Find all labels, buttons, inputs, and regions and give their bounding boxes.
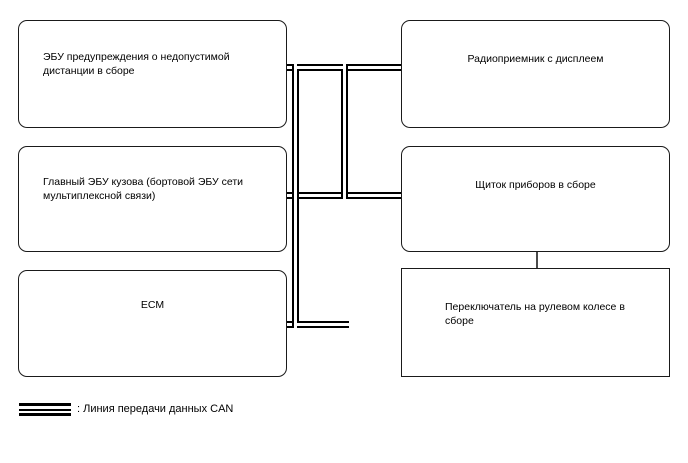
node-radio-receiver-display[interactable]: Радиоприемник с дисплеем	[401, 20, 670, 128]
can-bus-corner-row3	[294, 323, 349, 326]
can-bus-trunk-right	[341, 64, 348, 199]
node-label-ecm: ECM	[140, 299, 165, 311]
node-main-body-ecu[interactable]: Главный ЭБУ кузова (бортовой ЭБУ сети му…	[18, 146, 287, 252]
legend-label: : Линия передачи данных CAN	[77, 403, 234, 415]
node-instrument-cluster[interactable]: Щиток приборов в сборе	[401, 146, 670, 252]
node-label-main-body-ecu: Главный ЭБУ кузова (бортовой ЭБУ сети му…	[43, 176, 244, 202]
can-bus-junction-row2-left	[294, 194, 297, 197]
connector-cluster-to-steering-switch	[536, 252, 538, 269]
can-bus-junction-row2-right	[343, 194, 346, 197]
node-ecm[interactable]: ECM	[18, 270, 287, 377]
node-label-steering-wheel-switch: Переключатель на рулевом колесе в сборе	[445, 301, 625, 327]
node-label-radio-receiver-display: Радиоприемник с дисплеем	[467, 53, 604, 65]
node-label-instrument-cluster: Щиток приборов в сборе	[475, 179, 596, 191]
node-steering-wheel-switch[interactable]: Переключатель на рулевом колесе в сборе	[401, 268, 670, 377]
can-bus-legend-icon	[19, 403, 71, 416]
node-ecu-warning-distance[interactable]: ЭБУ предупреждения о недопустимой дистан…	[18, 20, 287, 128]
node-label-ecu-warning-distance: ЭБУ предупреждения о недопустимой дистан…	[43, 51, 230, 77]
can-bus-corner-row1-top	[294, 66, 346, 69]
